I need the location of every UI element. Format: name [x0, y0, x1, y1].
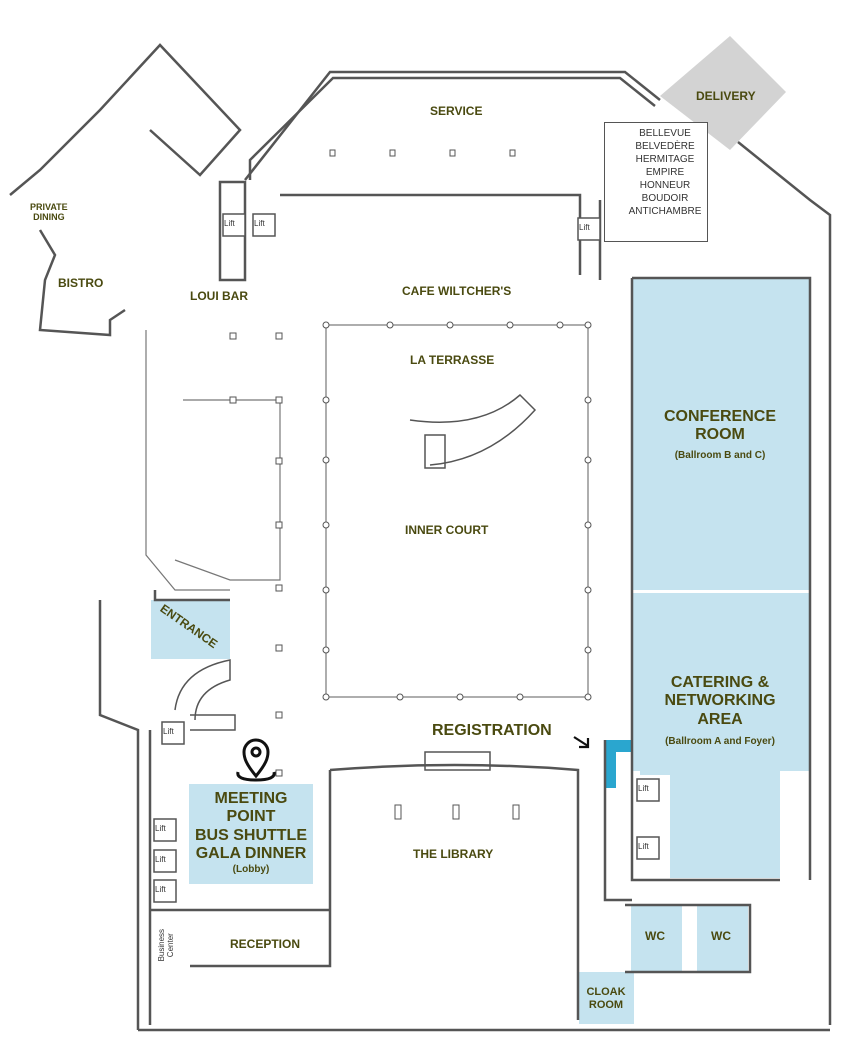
entrance-area[interactable]	[151, 600, 230, 659]
pillars	[229, 149, 520, 820]
wc-left-area[interactable]	[631, 905, 682, 972]
service-label: SERVICE	[430, 104, 483, 118]
catering-foyer-area	[640, 770, 780, 878]
arrow-icon	[573, 736, 590, 749]
meeting-point-title: MEETING POINT BUS SHUTTLE GALA DINNER	[195, 790, 307, 863]
highlight-areas	[151, 278, 810, 1024]
lift-label: Lift	[155, 824, 166, 833]
lift-label: Lift	[224, 219, 235, 228]
wc-right-area[interactable]	[697, 905, 748, 972]
directory-item: EMPIRE	[645, 167, 685, 178]
meeting-point-area[interactable]	[189, 784, 313, 884]
catering-subtitle: (Ballroom A and Foyer)	[665, 736, 775, 747]
delivery-label: DELIVERY	[696, 89, 756, 103]
cafe-label: CAFE WILTCHER'S	[402, 284, 512, 298]
private-dining-label: PRIVATE DINING	[30, 202, 68, 223]
lifts	[153, 213, 660, 903]
library-label: THE LIBRARY	[413, 847, 494, 861]
walls	[9, 43, 832, 1032]
lift-label: Lift	[638, 784, 649, 793]
conference-room-area[interactable]	[632, 278, 810, 590]
meeting-point-subtitle: (Lobby)	[232, 864, 270, 875]
catering-area[interactable]	[632, 593, 810, 771]
conference-room-subtitle: (Ballroom B and C)	[674, 450, 766, 461]
business-center-label: Business Center	[157, 928, 176, 962]
columns	[322, 321, 592, 701]
bistro-label: BISTRO	[58, 276, 104, 290]
lift-label: Lift	[155, 885, 166, 894]
catering-title: CATERING & NETWORKING AREA	[664, 674, 776, 728]
directory-item: HERMITAGE	[635, 154, 695, 165]
conference-room-title: CONFERENCE ROOM	[663, 408, 776, 444]
directory-item: BELLEVUE	[639, 128, 691, 139]
cloak-room-label: CLOAK ROOM	[586, 986, 626, 1011]
lift-label: Lift	[254, 219, 265, 228]
registration-label: REGISTRATION	[432, 722, 552, 739]
delivery-area	[660, 36, 786, 150]
cloak-room-area[interactable]	[579, 972, 634, 1024]
terrasse-label: LA TERRASSE	[410, 353, 495, 367]
inner-court-label: INNER COURT	[405, 523, 489, 537]
lift-label: Lift	[163, 727, 174, 736]
room-directory: BELLEVUE BELVEDÈRE HERMITAGE EMPIRE HONN…	[604, 122, 708, 242]
directory-item: BOUDOIR	[641, 193, 689, 204]
lift-label: Lift	[638, 842, 649, 851]
grand-staircase	[174, 393, 537, 771]
wc-label-right: WC	[711, 929, 731, 943]
directory-item: ANTICHAMBRE	[628, 206, 702, 217]
loui-bar-label: LOUI BAR	[190, 289, 248, 303]
registration-marker	[604, 740, 632, 788]
reception-label: RECEPTION	[230, 937, 301, 951]
directory-item: HONNEUR	[639, 180, 691, 191]
directory-item: BELVEDÈRE	[635, 141, 695, 152]
map-pin-icon	[236, 738, 276, 782]
lift-label: Lift	[579, 223, 590, 232]
wc-label-left: WC	[645, 929, 665, 943]
lift-label: Lift	[155, 855, 166, 864]
